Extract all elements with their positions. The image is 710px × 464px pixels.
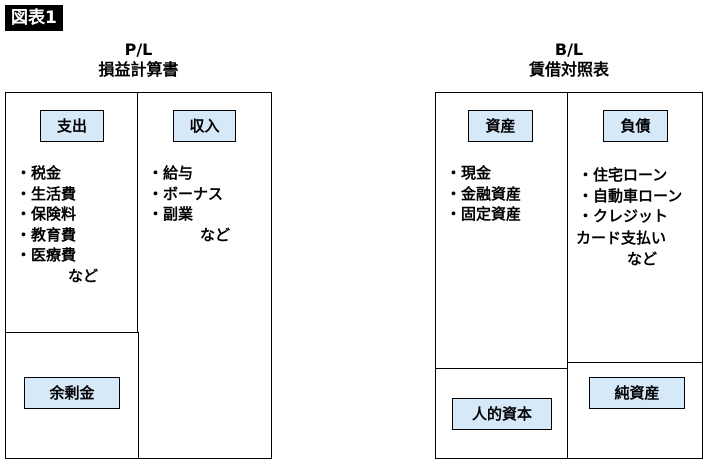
assets-item: ・金融資産 bbox=[446, 184, 522, 203]
pl-heading: P/L 損益計算書 bbox=[5, 40, 272, 80]
income-item: ・副業 bbox=[148, 205, 194, 223]
income-item: ・給与 bbox=[148, 164, 194, 182]
liabilities-list: ・住宅ローン ・自動車ローン ・クレジット bbox=[578, 165, 682, 227]
liabilities-continuation: カード支払い bbox=[576, 229, 667, 247]
assets-item: ・固定資産 bbox=[446, 205, 522, 223]
bs-title: B/L bbox=[554, 40, 584, 59]
income-etc: など bbox=[200, 226, 231, 244]
assets-list: ・現金 ・金融資産 ・固定資産 bbox=[446, 163, 521, 225]
pl-subtitle: 損益計算書 bbox=[98, 60, 179, 79]
liabilities-item: ・クレジット bbox=[578, 207, 669, 225]
human-capital-label: 人的資本 bbox=[452, 398, 552, 430]
liabilities-etc: など bbox=[627, 250, 658, 268]
income-list: ・給与 ・ボーナス ・副業 bbox=[148, 163, 223, 225]
surplus-label: 余剰金 bbox=[24, 377, 120, 409]
expenses-item: ・生活費 bbox=[16, 184, 77, 203]
assets-label: 資産 bbox=[468, 110, 533, 142]
expenses-list: ・税金 ・生活費 ・保険料 ・教育費 ・医療費 bbox=[16, 163, 76, 266]
expenses-item: ・医療費 bbox=[16, 246, 77, 264]
expenses-label: 支出 bbox=[40, 110, 104, 142]
liabilities-item: ・自動車ローン bbox=[578, 186, 683, 205]
expenses-etc: など bbox=[68, 267, 99, 285]
liabilities-item: ・住宅ローン bbox=[578, 166, 668, 184]
bs-heading: B/L 賃借対照表 bbox=[435, 40, 703, 80]
pl-title: P/L bbox=[124, 40, 153, 59]
pl-income-box bbox=[137, 92, 272, 459]
expenses-item: ・教育費 bbox=[16, 225, 77, 244]
expenses-item: ・税金 bbox=[16, 164, 62, 182]
assets-item: ・現金 bbox=[446, 164, 492, 182]
income-label: 収入 bbox=[173, 110, 236, 142]
income-item: ・ボーナス bbox=[148, 184, 224, 203]
bs-subtitle: 賃借対照表 bbox=[528, 60, 609, 79]
net-assets-label: 純資産 bbox=[589, 377, 685, 409]
expenses-item: ・保険料 bbox=[16, 205, 77, 223]
figure-tag: 図表1 bbox=[5, 5, 63, 31]
liabilities-label: 負債 bbox=[603, 110, 668, 142]
